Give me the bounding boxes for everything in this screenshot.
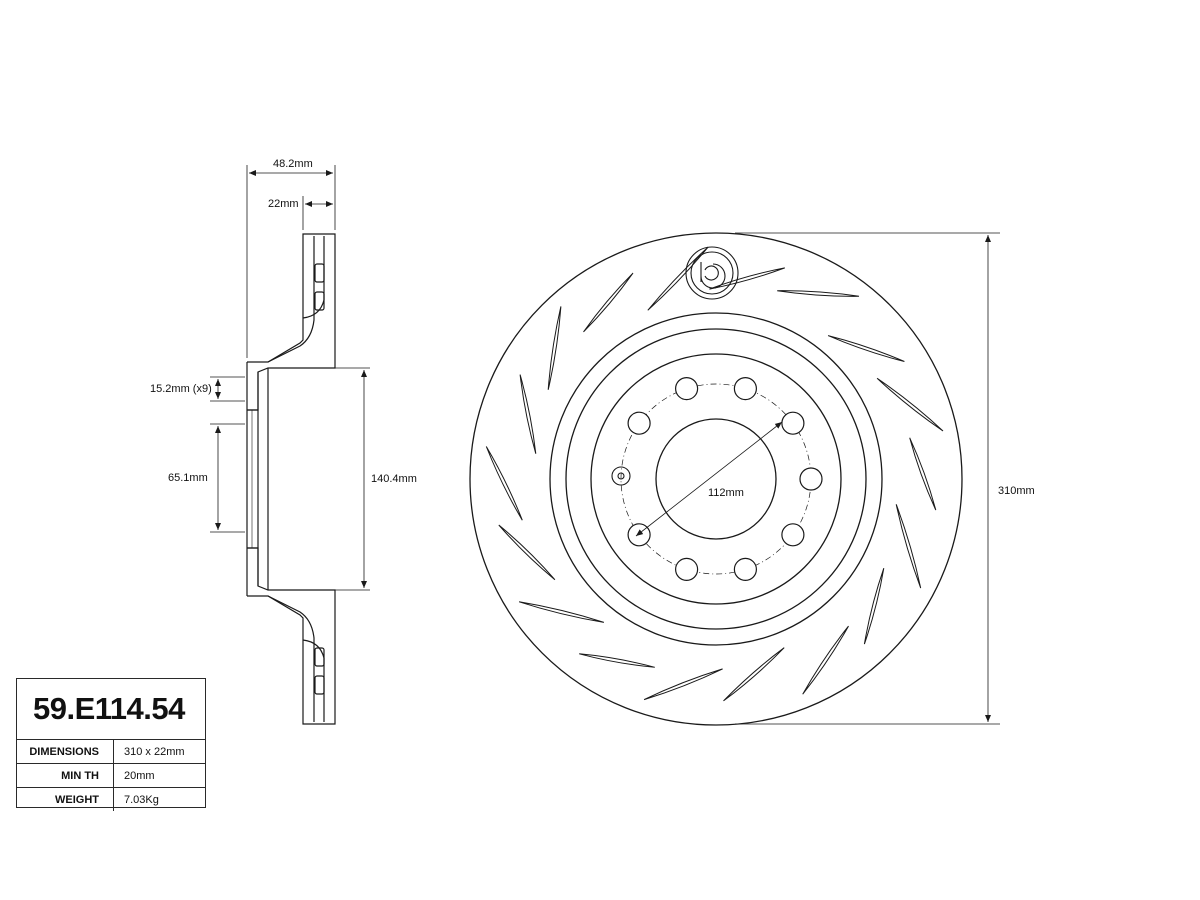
slot — [909, 437, 937, 511]
bolt-hole — [781, 411, 805, 435]
dim-rotor-thickness — [302, 196, 333, 230]
rotor-thickness-label: 22mm — [268, 198, 299, 210]
bolt-hole-label: 15.2mm (x9) — [150, 383, 212, 395]
dim-hat-diameter — [270, 367, 370, 591]
hat-face — [590, 353, 842, 605]
slot — [518, 601, 605, 623]
bolt-hole — [627, 411, 651, 435]
slot — [863, 568, 885, 645]
front-view — [469, 232, 963, 726]
spec-row-min-thickness: MIN TH 20mm — [17, 764, 205, 788]
bolt-hole — [733, 377, 758, 401]
spec-value: 20mm — [124, 769, 155, 782]
bolt-circle — [620, 383, 812, 575]
outer-diameter-label: 310mm — [998, 485, 1035, 497]
spec-card: 59.E114.54 DIMENSIONS 310 x 22mm MIN TH … — [16, 678, 206, 811]
slot — [895, 504, 922, 589]
dim-pcd — [635, 421, 783, 537]
locating-hole — [611, 466, 631, 486]
spec-label: DIMENSIONS — [17, 740, 114, 763]
slot — [723, 647, 785, 702]
dim-overall-width — [246, 165, 336, 358]
slot — [583, 272, 634, 333]
bolt-hole — [799, 467, 823, 491]
bolt-hole — [674, 557, 699, 582]
slot — [519, 374, 537, 454]
dim-bolt-hole — [210, 376, 245, 402]
braking-surface-inner — [549, 312, 883, 646]
brembo-logo-icon — [685, 246, 739, 300]
pcd-label: 112mm — [708, 487, 744, 499]
side-profile-view — [246, 233, 336, 725]
profile-outline-top — [247, 233, 336, 411]
bolt-hole — [674, 377, 699, 401]
outer-rim — [469, 232, 963, 726]
spec-label: MIN TH — [17, 764, 114, 787]
slot — [643, 668, 723, 701]
slot — [777, 290, 860, 297]
spec-row-dimensions: DIMENSIONS 310 x 22mm — [17, 740, 205, 764]
bolt-hole — [781, 523, 805, 547]
dim-center-bore — [210, 423, 245, 533]
spec-row-weight: WEIGHT 7.03Kg — [17, 788, 205, 811]
part-number: 59.E114.54 — [17, 679, 205, 740]
hat-diameter-label: 140.4mm — [371, 473, 417, 485]
center-bore-label: 65.1mm — [168, 472, 208, 484]
center-bore — [655, 418, 777, 540]
hat-outer — [565, 328, 867, 630]
slot — [498, 524, 556, 581]
slots — [485, 246, 944, 702]
dim-outer-diameter — [735, 232, 1000, 725]
bolt-hole — [733, 557, 758, 582]
profile-outline-bottom — [247, 547, 336, 725]
bolt-holes — [627, 377, 823, 582]
spec-label: WEIGHT — [17, 788, 114, 811]
slot — [547, 306, 562, 390]
slot — [802, 625, 849, 695]
spec-value: 7.03Kg — [124, 793, 159, 806]
overall-width-label: 48.2mm — [273, 158, 313, 170]
spec-value: 310 x 22mm — [124, 745, 185, 758]
slot — [485, 446, 523, 521]
slot — [579, 653, 655, 668]
slot — [709, 267, 785, 290]
slot — [876, 377, 944, 432]
slot — [827, 335, 905, 362]
